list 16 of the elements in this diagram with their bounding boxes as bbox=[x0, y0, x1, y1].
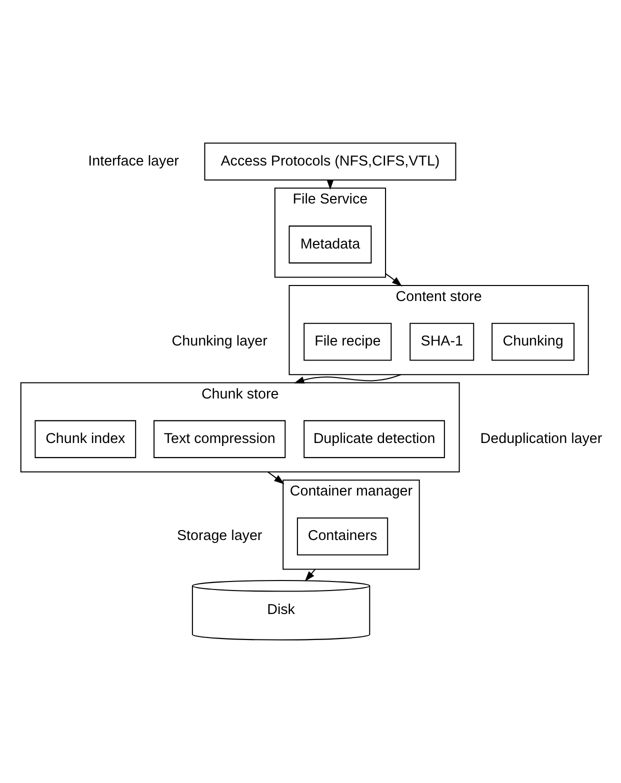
node-box: Metadata bbox=[288, 226, 372, 264]
arrow bbox=[268, 472, 284, 484]
arrow bbox=[385, 273, 402, 286]
node-box: Duplicate detection bbox=[304, 420, 445, 458]
node-box: Text compression bbox=[154, 420, 286, 458]
node-box: Chunk index bbox=[34, 420, 136, 458]
node-box: File recipe bbox=[304, 322, 392, 361]
label: Deduplication layer bbox=[480, 430, 602, 447]
label: Chunking layer bbox=[172, 334, 268, 350]
node-box: Chunking bbox=[492, 322, 575, 361]
label: Storage layer bbox=[176, 528, 262, 544]
node-box: Containers bbox=[296, 518, 388, 556]
label: Interface layer bbox=[88, 153, 179, 170]
arrow bbox=[304, 568, 316, 582]
arrow bbox=[294, 374, 402, 384]
node-box: SHA-1 bbox=[410, 322, 474, 361]
